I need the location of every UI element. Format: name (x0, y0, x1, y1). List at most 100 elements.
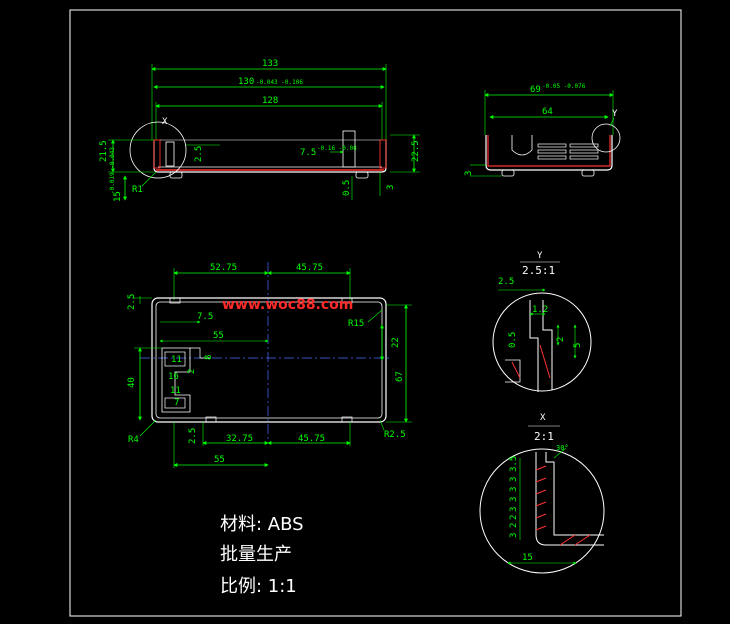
dim-text-3: 3 (386, 185, 396, 190)
detail-y-hatch (511, 361, 521, 379)
notch (190, 347, 210, 359)
dim-line-x-angle (553, 447, 567, 459)
dim-text-64: 64 (542, 107, 553, 117)
right-foot (355, 171, 369, 179)
note-scale: 比例: 1:1 (220, 576, 297, 597)
dim-tol-130: -0.043 -0.106 (256, 79, 303, 86)
dim-text-55-top: 55 (213, 331, 224, 341)
leader-r2-5 (379, 419, 385, 431)
dim-text-x-stack-0: 3.5 (509, 456, 519, 472)
dim-text-11-b: 11 (170, 386, 181, 396)
dim-text-130: 130 (238, 77, 254, 87)
dim-text-2-5-top: 2.5 (127, 294, 137, 310)
radius-r1: R1 (132, 185, 143, 195)
detail-y-boundary (492, 292, 592, 392)
dim-text-y-1-2: 1.2 (532, 305, 548, 315)
detail-y-view: Y 2.5:1 2.5 1.2 0.5 2 5 (492, 251, 592, 392)
dim-text-x-stack-2: 3 (509, 487, 519, 492)
dim-text-y-0-5: 0.5 (508, 332, 518, 348)
detail-x-callout (129, 121, 187, 179)
dim-text-7-5: 7.5 (197, 312, 213, 322)
dim-text-52-75: 52.75 (210, 263, 237, 273)
side-foot-right (581, 169, 595, 177)
dim-text-22: 22 (391, 337, 401, 348)
note-production: 批量生产 (220, 544, 292, 565)
drawing-frame (69, 9, 682, 617)
small-opening (164, 397, 186, 409)
dim-text-x-stack-1: 3 (509, 477, 519, 482)
dim-text-16: 16 (168, 372, 179, 382)
dim-text-0-5: 0.5 (342, 180, 352, 196)
dim-tol-7-5: -0.16 -0.08 (317, 145, 357, 152)
dim-text-x-stack-5: 2 (509, 515, 519, 520)
left-wall (153, 139, 161, 169)
detail-y-callout (591, 123, 621, 153)
dim-text-22-5: 22.5 (411, 140, 421, 162)
radius-r4: R4 (128, 435, 139, 445)
leader-y (609, 117, 615, 127)
vent-slots (537, 143, 599, 160)
plan-view: 52.75 45.75 7.5 55 11 2 8 16 11 7 2.5 (127, 262, 412, 468)
side-slot (511, 135, 533, 156)
front-section-view: 133 130 -0.043 -0.106 128 X 21.5 15 -0.0… (99, 59, 421, 202)
detail-x-label: X (162, 117, 168, 127)
watermark: www.woc88.com (222, 297, 353, 313)
dim-text-128: 128 (262, 96, 278, 106)
detail-x-title: X (540, 413, 546, 423)
dim-text-15: 15 (113, 191, 123, 202)
dim-text-x-stack-3: 3 (509, 497, 519, 502)
detail-x-view: X 2:1 30° 3.5 3 3 3 3 2 2 3 (479, 413, 605, 574)
detail-y-scale: 2.5:1 (522, 264, 555, 277)
right-boss (342, 130, 356, 168)
dim-text-8: 8 (204, 355, 214, 360)
left-boss (165, 141, 175, 167)
side-section-view: 69 -0.05 -0.076 64 Y 3 (464, 83, 621, 177)
detail-x-scale: 2:1 (534, 430, 554, 443)
detail-x-boundary (479, 448, 605, 574)
detail-x-wall-inner (545, 452, 604, 536)
detail-y-section (539, 344, 551, 379)
tab-bottom-left (205, 416, 217, 423)
dim-text-133: 133 (262, 59, 278, 69)
radius-r2-5: R2.5 (384, 430, 406, 440)
opening-outline (161, 347, 191, 413)
dim-text-x-stack-4: 3 (509, 507, 519, 512)
detail-y-label: Y (612, 109, 618, 119)
dim-text-2: 2 (187, 369, 197, 374)
dim-text-7-5: 7.5 (300, 148, 316, 158)
leader-r4 (139, 419, 157, 437)
side-foot-left (501, 169, 515, 177)
dim-text-x-stack-6: 2 (509, 523, 519, 528)
side-outline (485, 135, 613, 171)
side-section-edge (487, 135, 611, 167)
dim-text-y-2-5: 2.5 (498, 277, 514, 287)
radius-r15: R15 (348, 319, 364, 329)
connector-opening (164, 351, 186, 367)
detail-y-title: Y (537, 251, 543, 261)
dim-text-45-75-b: 45.75 (298, 434, 325, 444)
dim-tol-15: -0.019 -0.043 (109, 147, 116, 194)
detail-y-wall (529, 300, 539, 392)
note-material: 材料: ABS (220, 514, 304, 535)
detail-y-foot (505, 359, 521, 383)
dim-text-21-5: 21.5 (99, 140, 109, 162)
dim-text-45-75: 45.75 (296, 263, 323, 273)
part-outline (153, 140, 387, 173)
tab-top-right (341, 297, 353, 304)
leader-r15 (367, 309, 383, 323)
dim-text-2-5-bottom: 2.5 (188, 428, 198, 444)
dim-text-x-stack-7: 3 (509, 533, 519, 538)
dim-x-stack-texts: 3.5 3 3 3 3 2 2 3 (509, 456, 519, 538)
dim-text-x-15: 15 (522, 553, 533, 563)
plan-outer-outline (151, 297, 387, 423)
dim-text-y-5: 5 (573, 343, 583, 348)
dim-text-69: 69 (530, 85, 541, 95)
dim-tol-69: -0.05 -0.076 (542, 83, 586, 90)
leader-r1 (141, 171, 157, 187)
detail-x-wall (535, 452, 604, 546)
dim-text-67: 67 (395, 371, 405, 382)
dim-text-55-bottom: 55 (214, 455, 225, 465)
dim-text-11-a: 11 (171, 355, 182, 365)
detail-x-steps (535, 465, 591, 546)
